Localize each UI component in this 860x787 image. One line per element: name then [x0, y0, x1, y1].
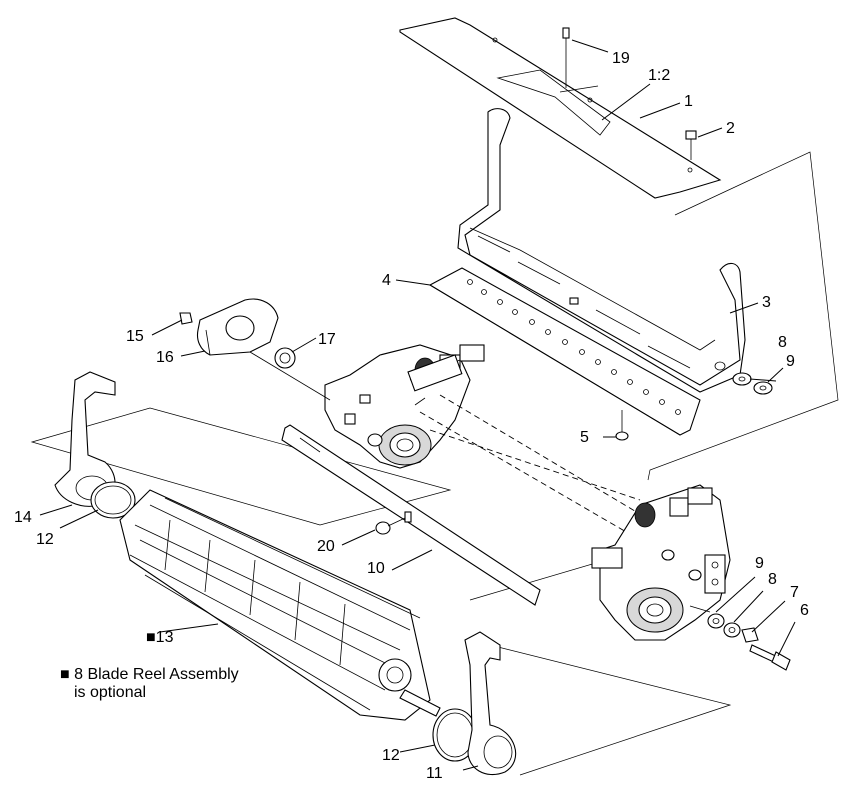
callout-1-2: 1:2 — [648, 67, 670, 84]
callout-15: 15 — [126, 328, 144, 345]
callout-12-lower: 12 — [382, 747, 400, 764]
callout-10: 10 — [367, 560, 385, 577]
side-plate-frame — [457, 108, 746, 393]
callout-14: 14 — [14, 509, 32, 526]
callout-12-upper: 12 — [36, 531, 54, 548]
perspective-planes — [30, 151, 839, 776]
callout-11: 11 — [426, 765, 443, 782]
ring-12-lower — [432, 708, 478, 762]
leader-lines — [39, 39, 796, 771]
pin-19 — [562, 27, 570, 88]
callout-8-lower: 8 — [768, 571, 777, 588]
washers-upper — [732, 372, 773, 395]
bolt-20 — [375, 517, 406, 535]
callout-7: 7 — [790, 584, 799, 601]
left-housing — [324, 344, 485, 469]
callout-labels: 19 1:2 1 2 3 4 5 8 9 9 8 7 6 10 20 11 12… — [14, 50, 809, 782]
ring-12-upper — [90, 481, 136, 519]
callout-13: ■13 — [146, 629, 174, 646]
note-line-1: ■ 8 Blade Reel Assembly — [60, 666, 239, 683]
callout-2: 2 — [726, 120, 735, 137]
weight-assembly — [179, 298, 331, 401]
callout-1: 1 — [684, 93, 693, 110]
shaft-bar — [281, 424, 541, 606]
right-bracket-11 — [464, 631, 517, 776]
assembly-centerlines — [419, 394, 651, 541]
top-shield-plate — [399, 17, 722, 199]
callout-4: 4 — [382, 272, 391, 289]
note-line-2: is optional — [74, 684, 147, 701]
callout-17: 17 — [318, 331, 336, 348]
reel-assembly-13 — [119, 489, 441, 721]
callout-9-upper: 9 — [786, 353, 795, 370]
callout-19: 19 — [612, 50, 630, 67]
bedknife-bar — [428, 267, 701, 436]
bolt-5 — [615, 410, 629, 441]
screw-2 — [685, 130, 697, 160]
right-housing — [591, 484, 731, 641]
fasteners-lower — [707, 613, 791, 671]
callout-6: 6 — [800, 602, 809, 619]
callout-16: 16 — [156, 349, 174, 366]
callout-8-upper: 8 — [778, 334, 787, 351]
callout-3: 3 — [762, 294, 771, 311]
callout-5: 5 — [580, 429, 589, 446]
callout-20: 20 — [317, 538, 335, 555]
optional-assembly-note: ■ 8 Blade Reel Assembly is optional — [60, 666, 239, 702]
callout-9-lower: 9 — [755, 555, 764, 572]
